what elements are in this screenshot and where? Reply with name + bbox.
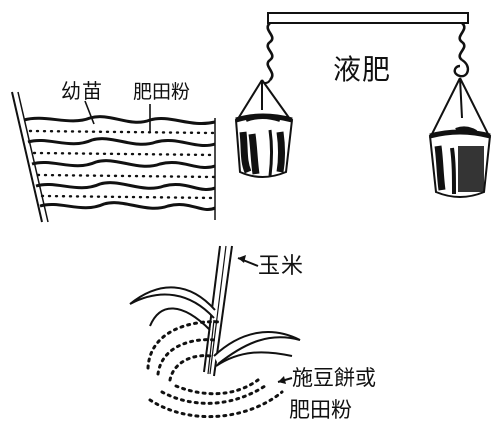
field-row-3 — [31, 159, 216, 169]
corn-leaf-right — [213, 331, 301, 365]
field-row-2 — [27, 137, 216, 147]
left-chain — [266, 22, 274, 81]
label-seedling: 幼苗 — [61, 79, 103, 103]
label-corn: 玉米 — [258, 254, 305, 279]
field-row-5 — [39, 201, 216, 211]
right-bucket-hatch — [458, 146, 484, 192]
manure-dots-1 — [28, 129, 217, 135]
label-apply-cake: 施豆餅或 — [292, 366, 376, 390]
label-field-manure-bottom: 肥田粉 — [289, 398, 352, 422]
right-bucket-ropes — [429, 77, 491, 139]
manure-dots-3 — [36, 173, 217, 179]
label-liquid-fertilizer: 液肥 — [333, 53, 392, 86]
left-bucket-ropes — [235, 79, 293, 123]
manure-ring-3 — [168, 354, 212, 382]
manure-ring-5 — [174, 378, 260, 396]
manure-ring-1 — [146, 320, 222, 370]
field-row-1 — [23, 115, 216, 125]
manure-ring-2 — [156, 338, 216, 376]
corn-leaf-left — [129, 286, 216, 319]
manure-dots-2 — [32, 151, 217, 157]
field-edge-line — [11, 91, 43, 223]
right-chain — [458, 22, 466, 62]
manure-ring-4 — [160, 382, 270, 405]
seedling-pointer — [84, 100, 95, 125]
manure-ring-6 — [148, 390, 284, 419]
manure-dots-4 — [40, 194, 217, 200]
right-hook — [453, 58, 470, 78]
label-field-manure: 肥田粉 — [133, 81, 191, 103]
field-row-4 — [35, 181, 216, 191]
